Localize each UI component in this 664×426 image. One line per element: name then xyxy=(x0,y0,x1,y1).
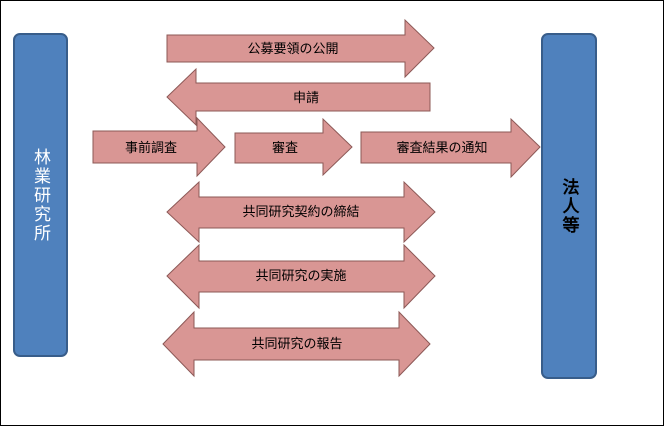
application-arrow: 申請 xyxy=(166,67,431,127)
left-party-label: 林業研究所 xyxy=(30,147,50,243)
notification-arrow: 審査結果の通知 xyxy=(360,117,541,179)
public-notice-arrow: 公募要領の公開 xyxy=(166,18,435,79)
left-party-box: 林業研究所 xyxy=(13,33,68,357)
contract-label: 共同研究契約の締結 xyxy=(242,204,359,220)
report-arrow: 共同研究の報告 xyxy=(162,310,431,378)
notification-label: 審査結果の通知 xyxy=(396,140,487,156)
pre-survey-label: 事前調査 xyxy=(125,140,177,156)
public-notice-label: 公募要領の公開 xyxy=(247,41,338,57)
application-label: 申請 xyxy=(293,91,319,106)
right-party-label: 法人等 xyxy=(558,177,579,235)
pre-survey-arrow: 事前調査 xyxy=(92,116,226,178)
review-label: 審査 xyxy=(272,141,298,156)
implementation-arrow: 共同研究の実施 xyxy=(166,243,436,310)
contract-arrow: 共同研究契約の締結 xyxy=(166,180,436,244)
review-arrow: 審査 xyxy=(234,117,353,177)
right-party-box: 法人等 xyxy=(541,33,597,379)
implementation-label: 共同研究の実施 xyxy=(255,268,346,284)
report-label: 共同研究の報告 xyxy=(251,337,342,352)
